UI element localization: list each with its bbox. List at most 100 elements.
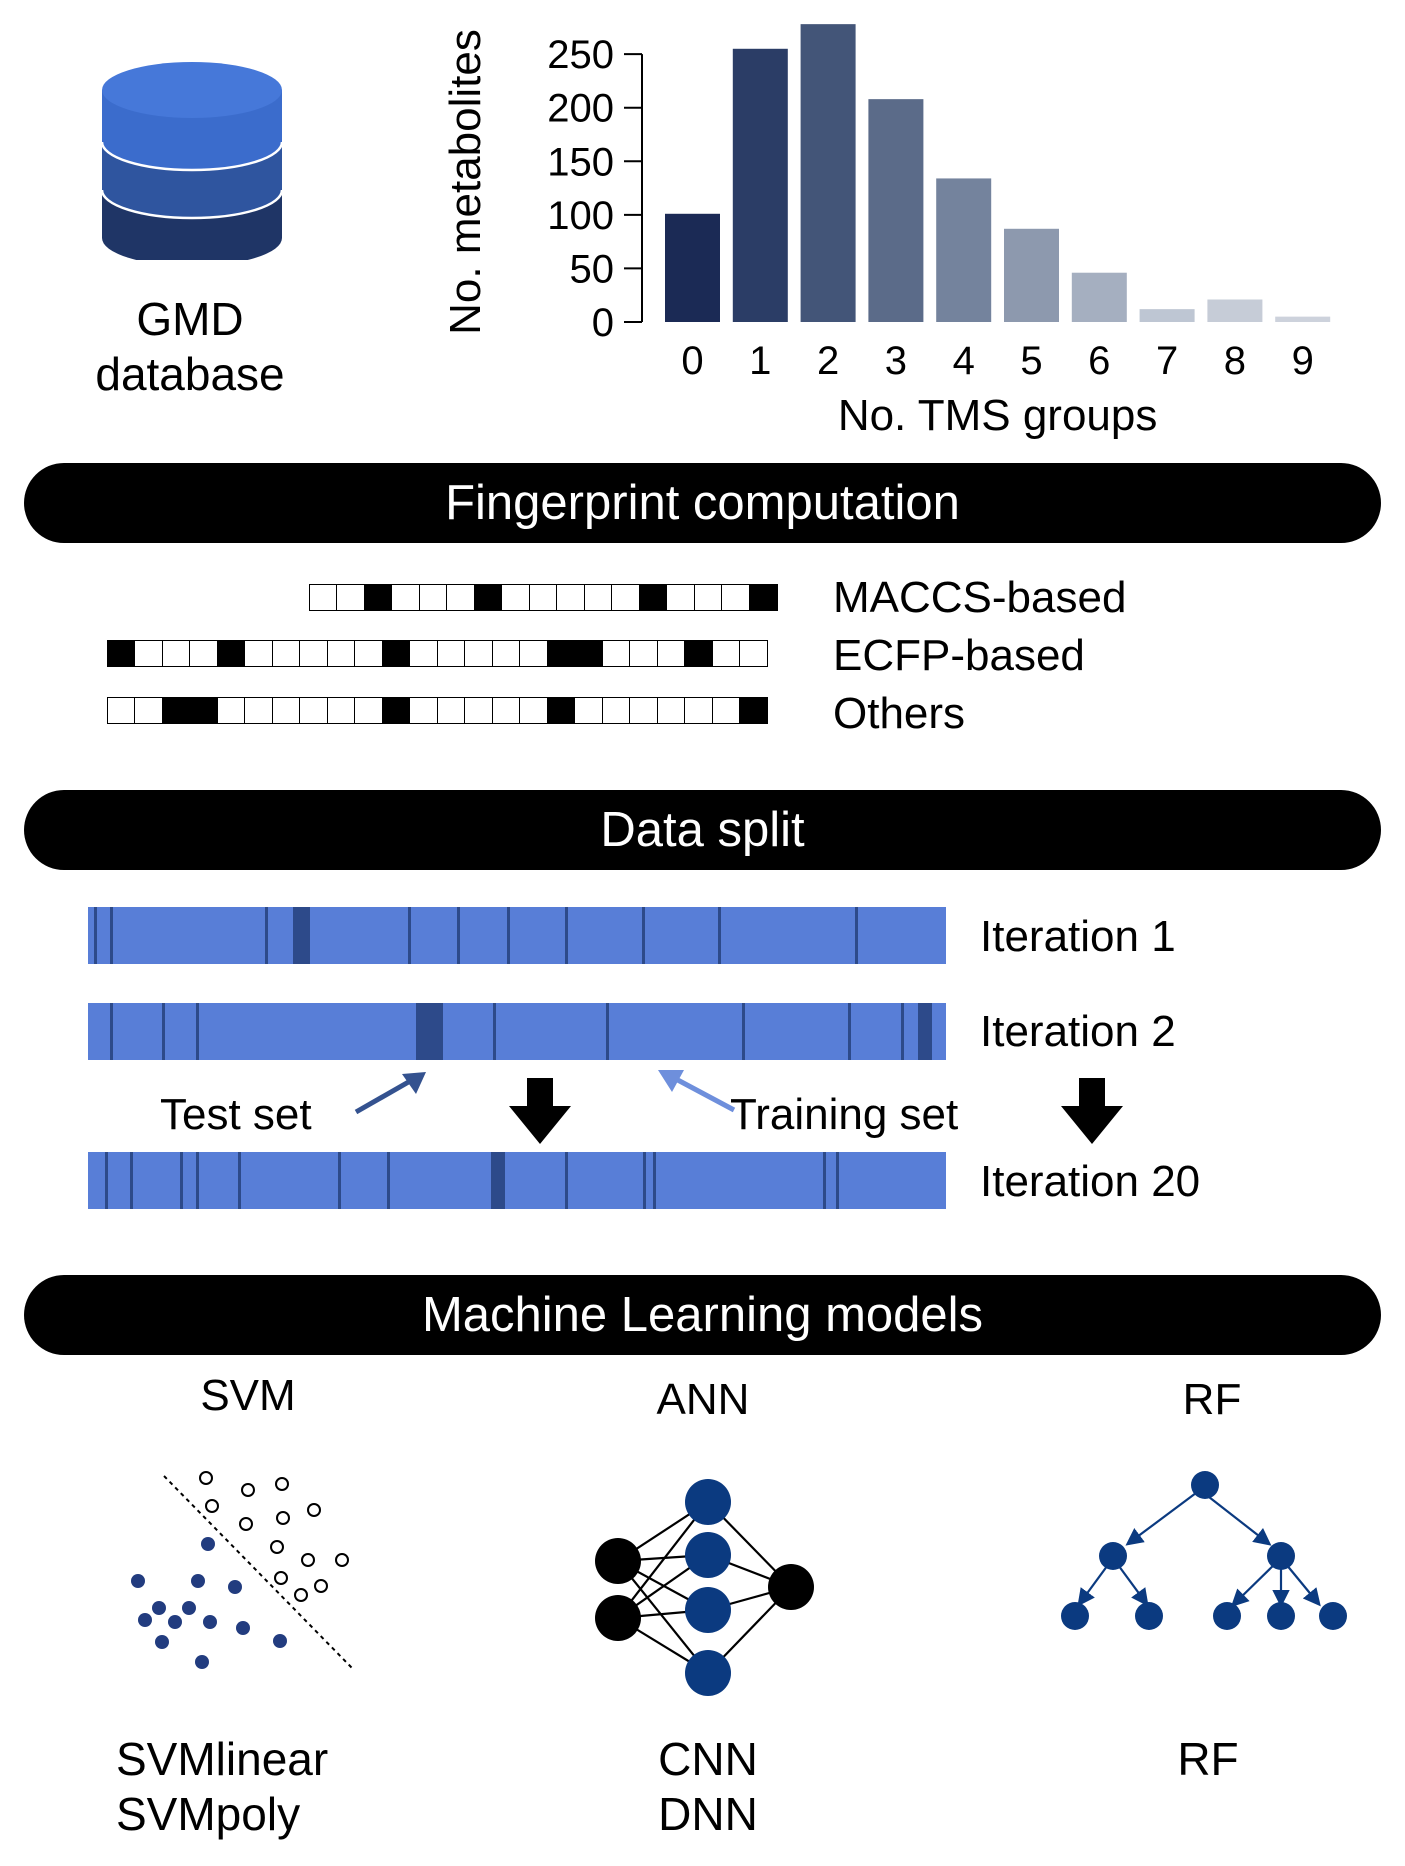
iteration-20-bar — [88, 1152, 946, 1209]
fingerprint-bit — [491, 697, 521, 724]
fingerprint-bit — [244, 640, 273, 667]
bar — [1275, 316, 1331, 322]
rf-variants: RF — [1108, 1732, 1308, 1787]
fingerprint-bit — [556, 584, 585, 611]
iteration-2-label: Iteration 2 — [980, 1007, 1176, 1056]
fingerprint-bit — [656, 697, 686, 724]
bar — [732, 48, 788, 323]
bar — [1071, 272, 1127, 322]
fingerprint-bit — [299, 640, 328, 667]
x-tick-label: 7 — [1156, 339, 1178, 383]
x-tick-label: 0 — [681, 339, 703, 383]
fingerprint-bit — [381, 640, 411, 667]
fingerprint-bit — [363, 584, 393, 611]
fingerprint-bit — [299, 697, 328, 724]
decision-tree-icon — [1061, 1471, 1347, 1630]
fingerprint-bit — [684, 697, 713, 724]
ml-models-header: Machine Learning models — [24, 1275, 1381, 1355]
maccs-label: MACCS-based — [833, 573, 1127, 622]
rf-title: RF — [1182, 1375, 1242, 1424]
maccs-fingerprint-bar — [308, 584, 778, 611]
fingerprint-bit — [308, 584, 338, 611]
ann-variant-cnn: CNN — [658, 1733, 758, 1785]
fingerprint-bit — [409, 697, 438, 724]
bar — [936, 178, 992, 322]
svm-title: SVM — [200, 1371, 296, 1420]
fingerprint-bit — [189, 697, 218, 724]
fingerprint-bit — [739, 697, 768, 724]
fingerprint-bit — [473, 584, 503, 611]
ml-models-title: Machine Learning models — [421, 1288, 984, 1342]
fingerprint-bit — [446, 584, 475, 611]
fingerprint-bit — [216, 640, 246, 667]
fingerprint-bit — [336, 584, 365, 611]
x-tick-label: 8 — [1224, 339, 1246, 383]
fingerprint-computation-header: Fingerprint computation — [24, 463, 1381, 543]
iteration-1-label: Iteration 1 — [980, 912, 1176, 961]
y-tick-label: 250 — [547, 33, 614, 77]
database-icon — [100, 62, 284, 260]
fingerprint-bit — [574, 697, 603, 724]
fingerprint-bit — [629, 697, 658, 724]
x-axis-label: No. TMS groups — [838, 391, 1158, 440]
fingerprint-bit — [528, 584, 558, 611]
fingerprint-bit — [638, 584, 668, 611]
fingerprint-bit — [216, 697, 246, 724]
test-set-label: Test set — [160, 1090, 312, 1139]
fingerprint-bit — [271, 697, 301, 724]
fingerprint-bit — [583, 584, 613, 611]
fingerprint-bit — [519, 640, 548, 667]
down-arrow-icon — [509, 1078, 571, 1144]
fingerprint-bit — [161, 640, 191, 667]
fingerprint-bit — [711, 697, 741, 724]
fingerprint-bit — [546, 640, 576, 667]
fingerprint-bit — [161, 697, 191, 724]
database-label: GMD database — [60, 292, 320, 402]
fingerprint-bit — [106, 697, 136, 724]
fingerprint-bit — [721, 584, 750, 611]
fingerprint-bit — [693, 584, 723, 611]
iteration-1-bar — [88, 907, 946, 964]
fingerprint-computation-title: Fingerprint computation — [445, 476, 960, 530]
fingerprint-bit — [134, 697, 163, 724]
bar — [800, 24, 856, 323]
bar — [868, 99, 924, 323]
fingerprint-bit — [381, 697, 411, 724]
x-tick-label: 2 — [817, 339, 839, 383]
ecfp-fingerprint-bar — [106, 640, 768, 667]
fingerprint-bit — [464, 640, 493, 667]
y-axis-label: No. metabolites — [441, 29, 490, 335]
data-split-header: Data split — [24, 790, 1381, 870]
x-tick-label: 5 — [1020, 339, 1042, 383]
fingerprint-bit — [748, 584, 778, 611]
ecfp-label: ECFP-based — [833, 631, 1085, 680]
ann-variant-dnn: DNN — [658, 1788, 758, 1841]
bar — [665, 213, 720, 322]
fingerprint-bit — [574, 640, 603, 667]
fingerprint-bit — [601, 697, 631, 724]
others-fingerprint-bar — [106, 697, 768, 724]
fingerprint-bit — [271, 640, 301, 667]
bar — [1139, 309, 1195, 322]
x-tick-label: 6 — [1088, 339, 1110, 383]
ann-title: ANN — [656, 1375, 750, 1424]
y-tick-label: 50 — [570, 247, 615, 291]
down-arrow-icon — [1061, 1078, 1123, 1144]
y-tick-label: 100 — [547, 194, 614, 238]
fingerprint-bit — [519, 697, 548, 724]
x-tick-label: 1 — [749, 339, 771, 383]
neural-network-icon — [595, 1479, 814, 1696]
svm-variant-poly: SVMpoly — [116, 1788, 301, 1841]
iteration-20-label: Iteration 20 — [980, 1157, 1201, 1206]
others-label: Others — [833, 689, 966, 738]
fingerprint-bit — [611, 584, 640, 611]
database-label-line1: GMD — [136, 293, 244, 345]
test-set-arrow — [354, 1072, 426, 1115]
bar — [1004, 228, 1059, 322]
fingerprint-bit — [244, 697, 273, 724]
y-tick-label: 150 — [547, 140, 614, 184]
training-set-arrow — [658, 1070, 736, 1113]
fingerprint-bit — [189, 640, 218, 667]
fingerprint-bit — [326, 697, 356, 724]
